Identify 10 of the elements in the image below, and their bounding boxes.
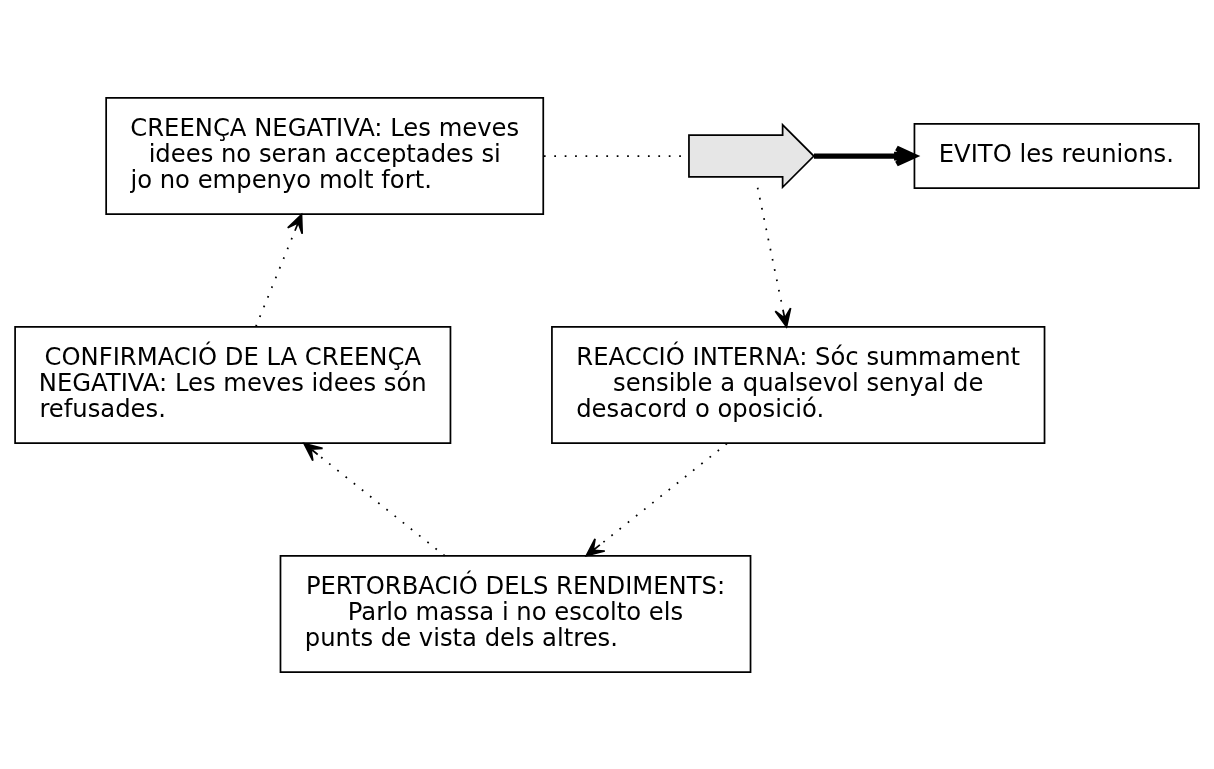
node-box: EVITO les reunions. [913, 122, 1200, 189]
arrow [255, 213, 304, 327]
node-box: CREENÇA NEGATIVA: Les meves idees no seran acceptades si jo no empenyo molt fort. [105, 96, 545, 215]
arrow [585, 442, 728, 557]
node-box: PERTORBACIÓ DELS RENDIMENTS: Parlo massa i no escolto els punts de vista dels altres. [279, 554, 752, 673]
arrow [303, 442, 446, 557]
node-box: REACCIÓ INTERNA: Sóc summament sensible a qualsevol senyal de desacord o oposició. [551, 325, 1046, 444]
node-arrow [688, 122, 816, 189]
arrow [756, 186, 792, 328]
node-box: CONFIRMACIÓ DE LA CREENÇA NEGATIVA: Les meves idees són refusades. [14, 325, 452, 444]
